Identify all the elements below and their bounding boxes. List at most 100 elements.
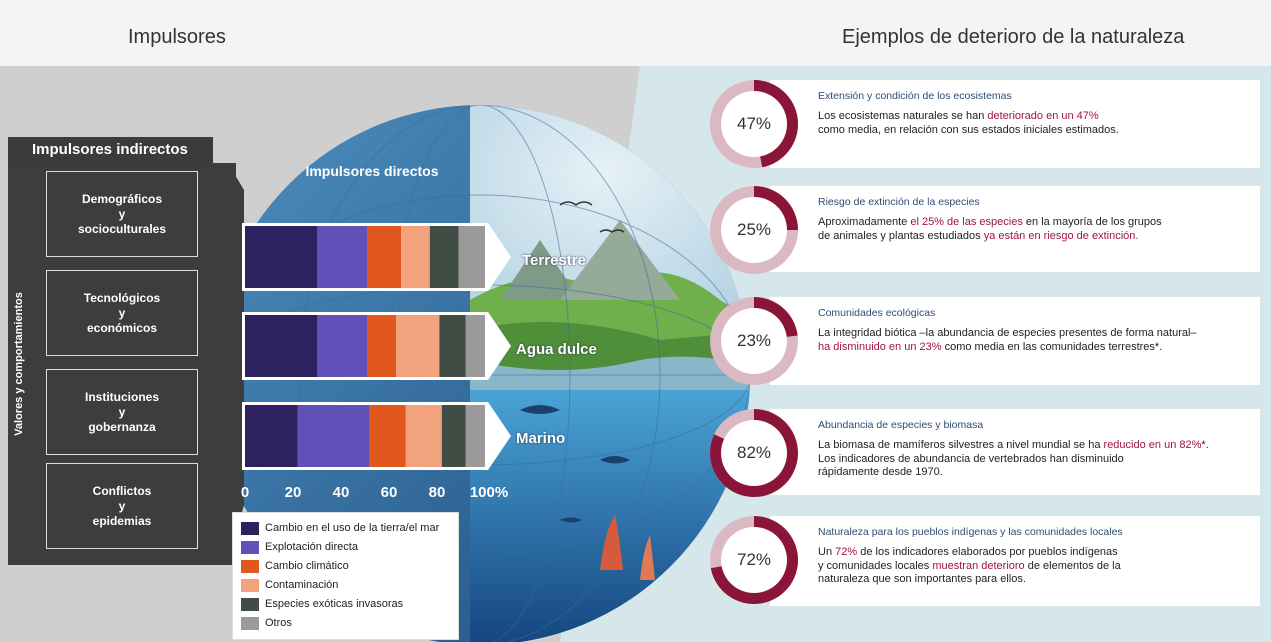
legend-label: Cambio en el uso de la tierra/el mar (265, 522, 440, 534)
realm-label-marine: Marino (516, 430, 566, 447)
bar-segment (405, 405, 442, 467)
legend-label: Explotación directa (265, 541, 358, 553)
body-text: naturaleza que son importantes para ello… (818, 573, 1026, 585)
card-title: Riesgo de extinción de la especies (818, 196, 980, 208)
x-tick-label: 100% (470, 484, 508, 501)
x-tick-label: 40 (333, 484, 350, 501)
indirect-box-institutions: Instituciones y gobernanza (46, 369, 198, 455)
card-communities: Comunidades ecológicas La integridad bió… (770, 297, 1260, 385)
card-biomass: Abundancia de especies y biomasa La biom… (770, 409, 1260, 495)
realm-label-freshwater: Agua dulce (516, 341, 597, 358)
bar-segment (401, 226, 430, 288)
legend-item: Explotación directa (241, 538, 358, 556)
body-text: de animales y plantas estudiados (818, 229, 984, 242)
indirect-box-conflicts: Conflictos y epidemias (46, 463, 198, 549)
bar-segment (465, 405, 485, 467)
card-title: Comunidades ecológicas (818, 307, 936, 319)
ring-percent-indigenous: 72% (736, 550, 772, 569)
bar-segment (458, 226, 485, 288)
legend-label: Cambio climático (265, 560, 349, 572)
card-title: Naturaleza para los pueblos indígenas y … (818, 526, 1123, 538)
card-indigenous: Naturaleza para los pueblos indígenas y … (770, 516, 1260, 606)
bar-segment (317, 315, 368, 377)
bar-segment (297, 405, 370, 467)
x-tick-label: 80 (429, 484, 446, 501)
body-text: La biomasa de mamíferos silvestres a niv… (818, 439, 1104, 451)
bar-arrow (488, 312, 511, 380)
ring-percent-communities: 23% (736, 331, 772, 350)
legend-item: Cambio en el uso de la tierra/el mar (241, 519, 439, 537)
ring-chart-ecosystems (710, 80, 798, 168)
legend-label: Contaminación (265, 579, 339, 591)
bar-segment (439, 315, 466, 377)
bar-segment (367, 315, 397, 377)
deterioration-header: Ejemplos de deterioro de la naturaleza (520, 0, 1271, 66)
highlighted-text: 72% (835, 546, 858, 558)
card-body: La integridad biótica –la abundancia de … (818, 327, 1248, 354)
ring-chart-extinction (710, 186, 798, 274)
indirect-box-technological: Tecnológicos y económicos (46, 270, 198, 356)
body-text: Aproximadamente (818, 216, 911, 228)
x-tick-label: 20 (285, 484, 302, 501)
drivers-header: Impulsores (0, 0, 520, 66)
bar-segment (429, 226, 459, 288)
body-text: como media en las comunidades terrestres… (941, 340, 1163, 353)
ring-percent-ecosystems: 47% (736, 114, 772, 133)
highlighted-text: ha disminuido en un 23% (818, 340, 942, 353)
ring-percent-biomass: 82% (736, 443, 772, 462)
legend-item: Contaminación (241, 576, 338, 594)
indirect-box-label: Conflictos y epidemias (92, 483, 152, 528)
body-text: de los indicadores elaborados por pueblo… (857, 546, 1118, 558)
x-tick-label: 0 (241, 484, 249, 501)
drivers-heading: Impulsores (128, 26, 226, 48)
card-title: Extensión y condición de los ecosistemas (818, 90, 1012, 102)
body-text: Los indicadores de abundancia de vertebr… (818, 452, 1124, 465)
legend-swatch (241, 597, 259, 611)
bar-arrow (488, 223, 511, 291)
highlighted-text: el 25% de las especies (910, 216, 1023, 228)
chart-title: Impulsores directos (305, 163, 438, 179)
body-text: de elementos de la (1024, 559, 1121, 572)
card-body: Aproximadamente el 25% de las especies e… (818, 216, 1248, 243)
bar-segment (396, 315, 440, 377)
card-title: Abundancia de especies y biomasa (818, 419, 984, 431)
legend-item: Otros (241, 614, 292, 632)
bar-segment (465, 315, 485, 377)
legend-swatch (241, 616, 259, 630)
legend-item: Especies exóticas invasoras (241, 595, 403, 613)
legend-swatch (241, 578, 259, 592)
indirect-box-label: Tecnológicos y económicos (83, 290, 161, 335)
legend-label: Especies exóticas invasoras (265, 598, 404, 610)
indirect-drivers-title: Impulsores indirectos (8, 137, 213, 163)
shark-icon (520, 405, 560, 414)
x-tick-label: 60 (381, 484, 398, 501)
card-body: La biomasa de mamíferos silvestres a niv… (818, 439, 1248, 480)
bar-segment (245, 315, 317, 377)
highlighted-text: deteriorado en un 47% (987, 110, 1099, 122)
legend-item: Cambio climático (241, 557, 349, 575)
legend-label: Otros (265, 617, 292, 629)
realm-label-terrestrial: Terrestre (522, 252, 586, 269)
ring-chart-indigenous (710, 516, 798, 604)
body-text: Los ecosistemas naturales se han (818, 110, 988, 122)
bar-segment (317, 226, 368, 288)
ring-hole (721, 308, 787, 374)
body-text: y comunidades locales (818, 559, 933, 572)
card-ecosystems: Extensión y condición de los ecosistemas… (770, 80, 1260, 168)
ring-hole (721, 197, 787, 263)
highlighted-text: ya están en riesgo de extinción. (983, 229, 1139, 242)
fish-icon (600, 456, 630, 464)
bird-icon (599, 229, 625, 233)
ring-hole (721, 527, 787, 593)
coral-icon (600, 515, 623, 570)
indirect-box-label: Instituciones y gobernanza (84, 389, 159, 434)
bar-arrow (488, 402, 511, 470)
body-text: rápidamente desde 1970. (818, 466, 943, 478)
bar-segment (245, 405, 298, 467)
highlighted-text: muestran deterioro (932, 559, 1025, 572)
card-extinction: Riesgo de extinción de la especies Aprox… (770, 186, 1260, 272)
ring-hole (721, 420, 787, 486)
indirect-box-demographic: Demográficos y socioculturales (46, 171, 198, 257)
